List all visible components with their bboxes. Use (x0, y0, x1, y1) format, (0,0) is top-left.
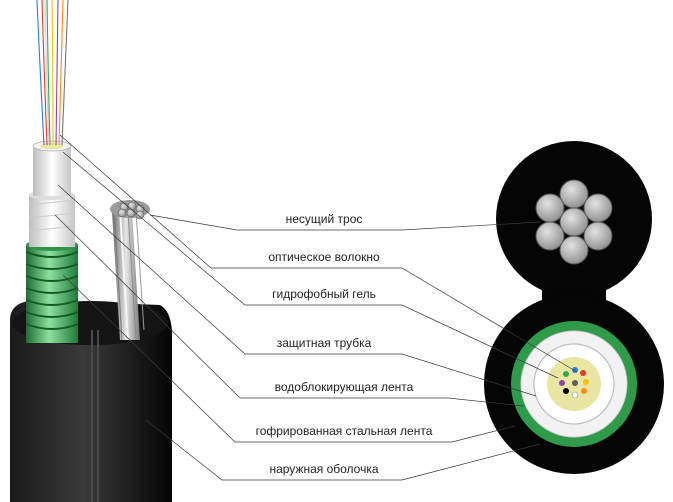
label-messenger-wire: несущий трос (286, 212, 363, 226)
optical-fibers-3d (36, 0, 69, 146)
label-optical-fiber: оптическое волокно (268, 250, 380, 264)
leader-hydrophobic-gel (62, 151, 559, 379)
label-water-blocking-tape: водоблокирующая лента (275, 380, 414, 394)
leader-water-blocking-tape (54, 214, 525, 407)
corrugated-steel-armor-3d (25, 239, 79, 343)
leader-messenger-wire (149, 214, 541, 231)
label-corrugated-steel-tape: гофрированная стальная лента (256, 424, 433, 438)
leader-protective-tube (57, 184, 537, 397)
messenger-wire-section (535, 179, 613, 265)
leader-outer-sheath (145, 419, 541, 481)
leader-optical-fiber (59, 134, 578, 373)
water-blocking-tape-3d (28, 190, 76, 247)
sheath-groove (91, 330, 99, 502)
labels: несущий трос оптическое волокно гидрофоб… (256, 212, 433, 476)
messenger-wire-3d (110, 200, 150, 341)
protective-tube-3d (32, 140, 72, 196)
cable-3d-view (10, 0, 172, 502)
cable-cross-section (484, 141, 664, 474)
optical-fibers-section (559, 367, 589, 399)
leader-corrugated-steel-tape (62, 274, 516, 443)
leader-lines (54, 134, 578, 481)
label-hydrophobic-gel: гидрофобный гель (272, 287, 376, 301)
label-outer-sheath: наружная оболочка (269, 462, 378, 476)
label-protective-tube: защитная трубка (277, 336, 372, 350)
